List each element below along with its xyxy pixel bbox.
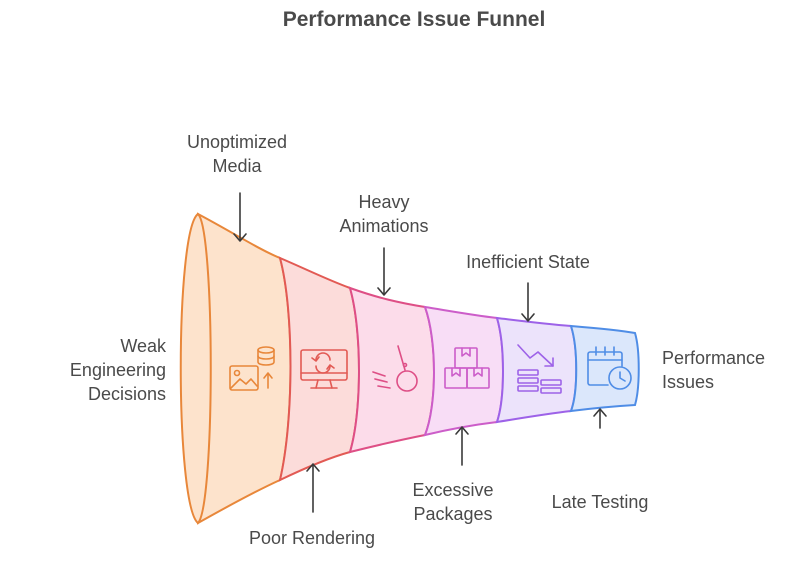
funnel-segment-late-testing <box>569 324 640 413</box>
funnel-segment-unoptimized-media <box>197 212 292 525</box>
funnel-segment-poor-rendering <box>278 256 360 482</box>
stage-label-line: Inefficient State <box>466 252 590 272</box>
stage-label-line: Unoptimized <box>187 132 287 152</box>
stage-label-line: Media <box>212 156 262 176</box>
stacked-packages-icon <box>444 347 490 389</box>
stage-label-line: Excessive <box>412 480 493 500</box>
stage-label-heavy-animations: Heavy Animations <box>339 192 428 236</box>
stage-arrows <box>233 192 607 513</box>
start-label: Weak Engineering Decisions <box>70 336 167 404</box>
arrow-excessive-packages <box>455 426 469 466</box>
stage-label-late-testing: Late Testing <box>552 492 649 512</box>
stage-label-line: Late Testing <box>552 492 649 512</box>
start-label-line: Decisions <box>88 384 166 404</box>
end-label-line: Performance <box>662 348 765 368</box>
arrow-inefficient-state <box>521 282 535 322</box>
stage-label-line: Poor Rendering <box>249 528 375 548</box>
arrow-late-testing <box>593 408 607 429</box>
funnel-segment-excessive-packages <box>423 305 504 437</box>
wrecking-ball-icon <box>372 345 418 392</box>
funnel-mouth-rim <box>179 212 212 525</box>
stage-label-line: Heavy <box>358 192 409 212</box>
funnel-segment-heavy-animations <box>348 286 435 454</box>
stage-label-unoptimized-media: Unoptimized Media <box>187 132 287 176</box>
end-label: Performance Issues <box>662 348 765 392</box>
image-database-icon <box>229 346 275 391</box>
stage-label-excessive-packages: Excessive Packages <box>412 480 493 524</box>
stage-label-line: Packages <box>413 504 492 524</box>
arrow-heavy-animations <box>377 247 391 296</box>
funnel-segments <box>179 212 640 525</box>
trend-down-icon <box>517 344 562 394</box>
arrow-poor-rendering <box>306 463 320 513</box>
end-label-line: Issues <box>662 372 714 392</box>
stage-label-line: Animations <box>339 216 428 236</box>
calendar-clock-icon <box>587 346 632 390</box>
page-title: Performance Issue Funnel <box>283 8 546 31</box>
monitor-refresh-icon <box>300 349 348 389</box>
stage-label-poor-rendering: Poor Rendering <box>249 528 375 548</box>
stage-label-inefficient-state: Inefficient State <box>466 252 590 272</box>
start-label-line: Engineering <box>70 360 166 380</box>
start-label-line: Weak <box>120 336 167 356</box>
arrow-unoptimized-media <box>233 192 247 242</box>
